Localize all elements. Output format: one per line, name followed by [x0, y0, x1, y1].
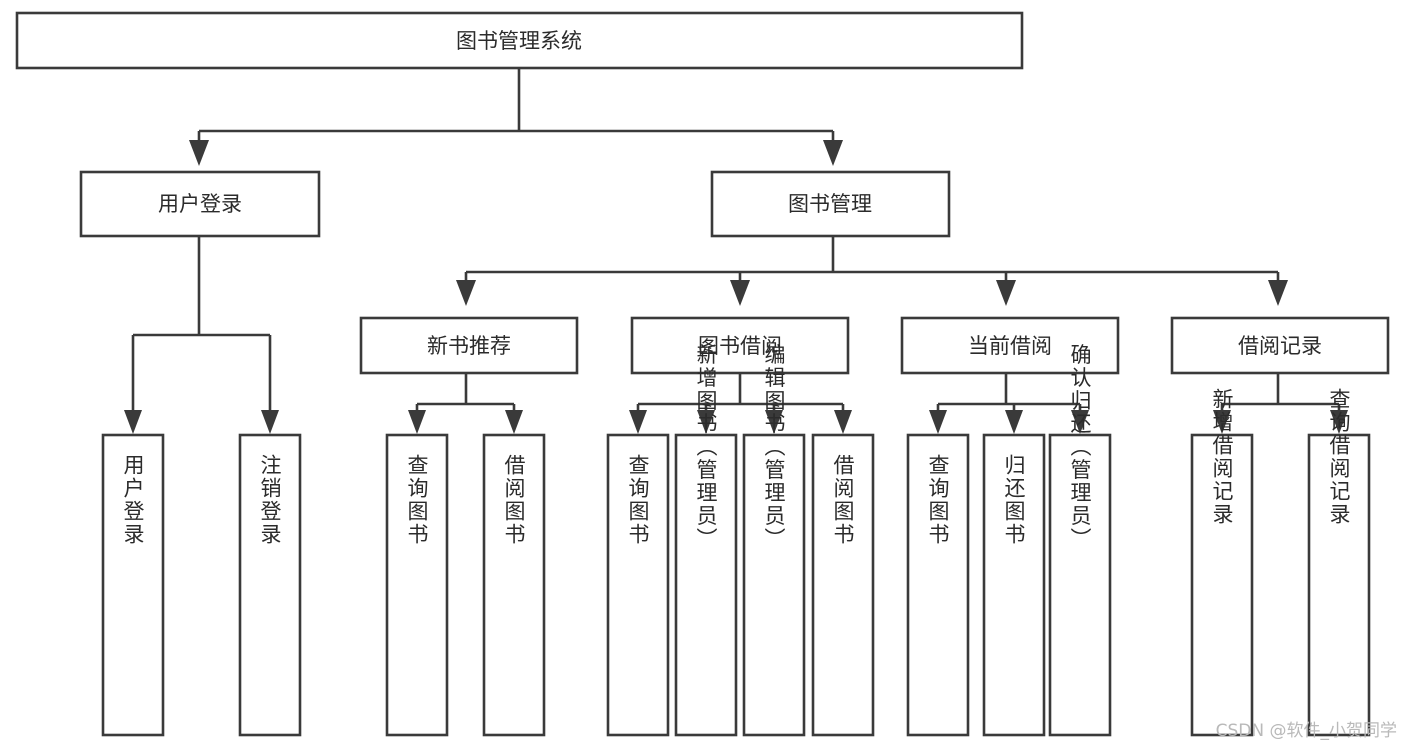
node-book-manage-box[interactable]: [710, 170, 951, 238]
arrowhead-current-borrow: [996, 280, 1016, 306]
arrowhead-leaf-add-book: [697, 410, 715, 434]
node-leaf-query-book-3-box[interactable]: [906, 433, 970, 737]
node-leaf-confirm-return-box[interactable]: [1048, 433, 1112, 737]
node-leaf-confirm-return-label: 确认归还（管理员）: [1068, 344, 1092, 551]
node-leaf-query-record[interactable]: 查询借阅记录: [1307, 388, 1371, 737]
node-current-borrow-label: 当前借阅: [968, 334, 1052, 358]
arrowhead-leaf-query-record: [1330, 410, 1348, 434]
node-root[interactable]: 图书管理系统: [15, 11, 1024, 70]
arrowhead-leaf-confirm-return: [1071, 410, 1089, 434]
node-leaf-edit-book[interactable]: 编辑图书（管理员）: [742, 344, 806, 737]
node-borrow-record-box[interactable]: [1170, 316, 1390, 375]
node-leaf-edit-book-label: 编辑图书（管理员）: [762, 344, 786, 551]
node-leaf-query-book-3[interactable]: 查询图书: [906, 433, 970, 737]
node-leaf-borrow-book-1[interactable]: 借阅图书: [482, 433, 546, 737]
node-leaf-borrow-book-2-label: 借阅图书: [831, 454, 855, 546]
arrowhead-borrow-record: [1268, 280, 1288, 306]
node-leaf-add-book[interactable]: 新增图书（管理员）: [674, 344, 738, 737]
node-current-borrow-box[interactable]: [900, 316, 1120, 375]
node-leaf-query-book-1[interactable]: 查询图书: [385, 433, 449, 737]
arrowhead-new-book-recommend: [456, 280, 476, 306]
node-leaf-add-book-label: 新增图书（管理员）: [694, 344, 718, 551]
node-user-login-box[interactable]: [79, 170, 321, 238]
node-borrow-record-label: 借阅记录: [1238, 334, 1322, 358]
node-leaf-return-book-label: 归还图书: [1002, 454, 1026, 546]
node-borrow-record[interactable]: 借阅记录: [1170, 316, 1390, 375]
arrowhead-leaf-user-logout: [261, 410, 279, 434]
node-leaf-user-logout-label: 注销登录: [258, 454, 282, 546]
arrowhead-leaf-edit-book: [765, 410, 783, 434]
arrowhead-book-borrow: [730, 280, 750, 306]
node-leaf-user-login-label: 用户登录: [121, 454, 145, 546]
node-leaf-add-record-label: 新增借阅记录: [1210, 388, 1234, 526]
arrowhead-leaf-add-record: [1213, 410, 1231, 434]
node-leaf-borrow-book-2[interactable]: 借阅图书: [811, 433, 875, 737]
node-user-login[interactable]: 用户登录: [79, 170, 321, 238]
arrowhead-leaf-query-book-1: [408, 410, 426, 434]
node-leaf-query-book-1-box[interactable]: [385, 433, 449, 737]
node-leaf-borrow-book-1-box[interactable]: [482, 433, 546, 737]
node-root-box[interactable]: [15, 11, 1024, 70]
node-new-book-recommend-label: 新书推荐: [427, 334, 511, 358]
arrowhead-leaf-query-book-2: [629, 410, 647, 434]
node-root-label: 图书管理系统: [456, 29, 582, 53]
node-user-login-label: 用户登录: [158, 192, 242, 216]
arrowhead-group: [124, 140, 1348, 434]
arrowhead-leaf-query-book-3: [929, 410, 947, 434]
node-leaf-return-book-box[interactable]: [982, 433, 1046, 737]
node-leaf-query-book-2-box[interactable]: [606, 433, 670, 737]
node-book-manage-label: 图书管理: [788, 192, 872, 216]
arrowhead-leaf-user-login: [124, 410, 142, 434]
arrowhead-leaf-borrow-book-1: [505, 410, 523, 434]
arrowhead-leaf-return-book: [1005, 410, 1023, 434]
node-leaf-edit-book-box[interactable]: [742, 433, 806, 737]
node-leaf-query-book-3-label: 查询图书: [926, 454, 950, 546]
node-leaf-borrow-book-2-box[interactable]: [811, 433, 875, 737]
node-book-borrow-box[interactable]: [630, 316, 850, 375]
node-leaf-user-login[interactable]: 用户登录: [101, 433, 165, 737]
node-leaf-return-book[interactable]: 归还图书: [982, 433, 1046, 737]
node-leaf-borrow-book-1-label: 借阅图书: [502, 454, 526, 546]
node-leaf-query-record-box[interactable]: [1307, 433, 1371, 737]
node-leaf-query-book-2-label: 查询图书: [626, 454, 650, 546]
node-book-borrow-label: 图书借阅: [698, 334, 782, 358]
arrowhead-leaf-borrow-book-2: [834, 410, 852, 434]
node-book-manage[interactable]: 图书管理: [710, 170, 951, 238]
node-leaf-query-record-label: 查询借阅记录: [1327, 388, 1351, 526]
node-leaf-add-record-box[interactable]: [1190, 433, 1254, 737]
node-leaf-user-login-box[interactable]: [101, 433, 165, 737]
arrowhead-user-login: [189, 140, 209, 166]
node-new-book-recommend[interactable]: 新书推荐: [359, 316, 579, 375]
node-leaf-query-book-1-label: 查询图书: [405, 454, 429, 546]
arrowhead-book-manage: [823, 140, 843, 166]
node-leaf-user-logout-box[interactable]: [238, 433, 302, 737]
node-leaf-confirm-return[interactable]: 确认归还（管理员）: [1048, 344, 1112, 737]
node-book-borrow[interactable]: 图书借阅: [630, 316, 850, 375]
node-leaf-add-record[interactable]: 新增借阅记录: [1190, 388, 1254, 737]
node-current-borrow[interactable]: 当前借阅: [900, 316, 1120, 375]
node-leaf-add-book-box[interactable]: [674, 433, 738, 737]
node-leaf-user-logout[interactable]: 注销登录: [238, 433, 302, 737]
node-new-book-recommend-box[interactable]: [359, 316, 579, 375]
node-leaf-query-book-2[interactable]: 查询图书: [606, 433, 670, 737]
